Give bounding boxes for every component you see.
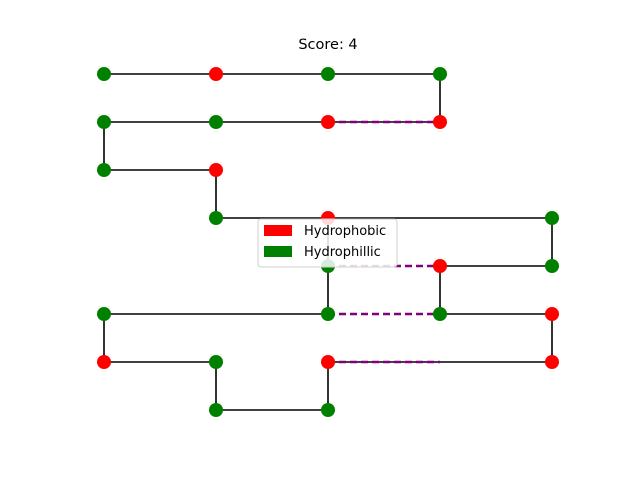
legend-box bbox=[257, 218, 398, 268]
residue-23-hydrophilic bbox=[321, 307, 335, 321]
residue-3-hydrophilic bbox=[433, 67, 447, 81]
legend: Hydrophobic Hydrophillic bbox=[257, 218, 398, 268]
residue-0-hydrophilic bbox=[97, 67, 111, 81]
residue-5-hydrophobic bbox=[321, 115, 335, 129]
residue-18-hydrophilic bbox=[321, 403, 335, 417]
score-title: Score: 4 bbox=[298, 37, 357, 53]
residue-19-hydrophilic bbox=[209, 403, 223, 417]
residue-9-hydrophobic bbox=[209, 163, 223, 177]
residue-14-hydrophilic bbox=[433, 307, 447, 321]
residue-11-hydrophilic bbox=[545, 211, 559, 225]
residue-7-hydrophilic bbox=[97, 115, 111, 129]
residue-8-hydrophilic bbox=[97, 163, 111, 177]
residue-21-hydrophobic bbox=[97, 355, 111, 369]
legend-swatch-hydrophobic bbox=[264, 225, 292, 236]
legend-swatch-hydrophilic bbox=[264, 246, 292, 257]
residue-10-hydrophilic bbox=[209, 211, 223, 225]
residue-17-hydrophobic bbox=[321, 355, 335, 369]
residue-6-hydrophilic bbox=[209, 115, 223, 129]
residue-16-hydrophobic bbox=[545, 355, 559, 369]
residue-12-hydrophilic bbox=[545, 259, 559, 273]
residue-1-hydrophobic bbox=[209, 67, 223, 81]
residues bbox=[97, 67, 559, 417]
legend-label-hydrophilic: Hydrophillic bbox=[304, 245, 381, 260]
residue-13-hydrophobic bbox=[433, 259, 447, 273]
residue-2-hydrophilic bbox=[321, 67, 335, 81]
residue-4-hydrophobic bbox=[433, 115, 447, 129]
legend-label-hydrophobic: Hydrophobic bbox=[304, 224, 386, 239]
residue-15-hydrophobic bbox=[545, 307, 559, 321]
residue-20-hydrophilic bbox=[209, 355, 223, 369]
residue-22-hydrophilic bbox=[97, 307, 111, 321]
